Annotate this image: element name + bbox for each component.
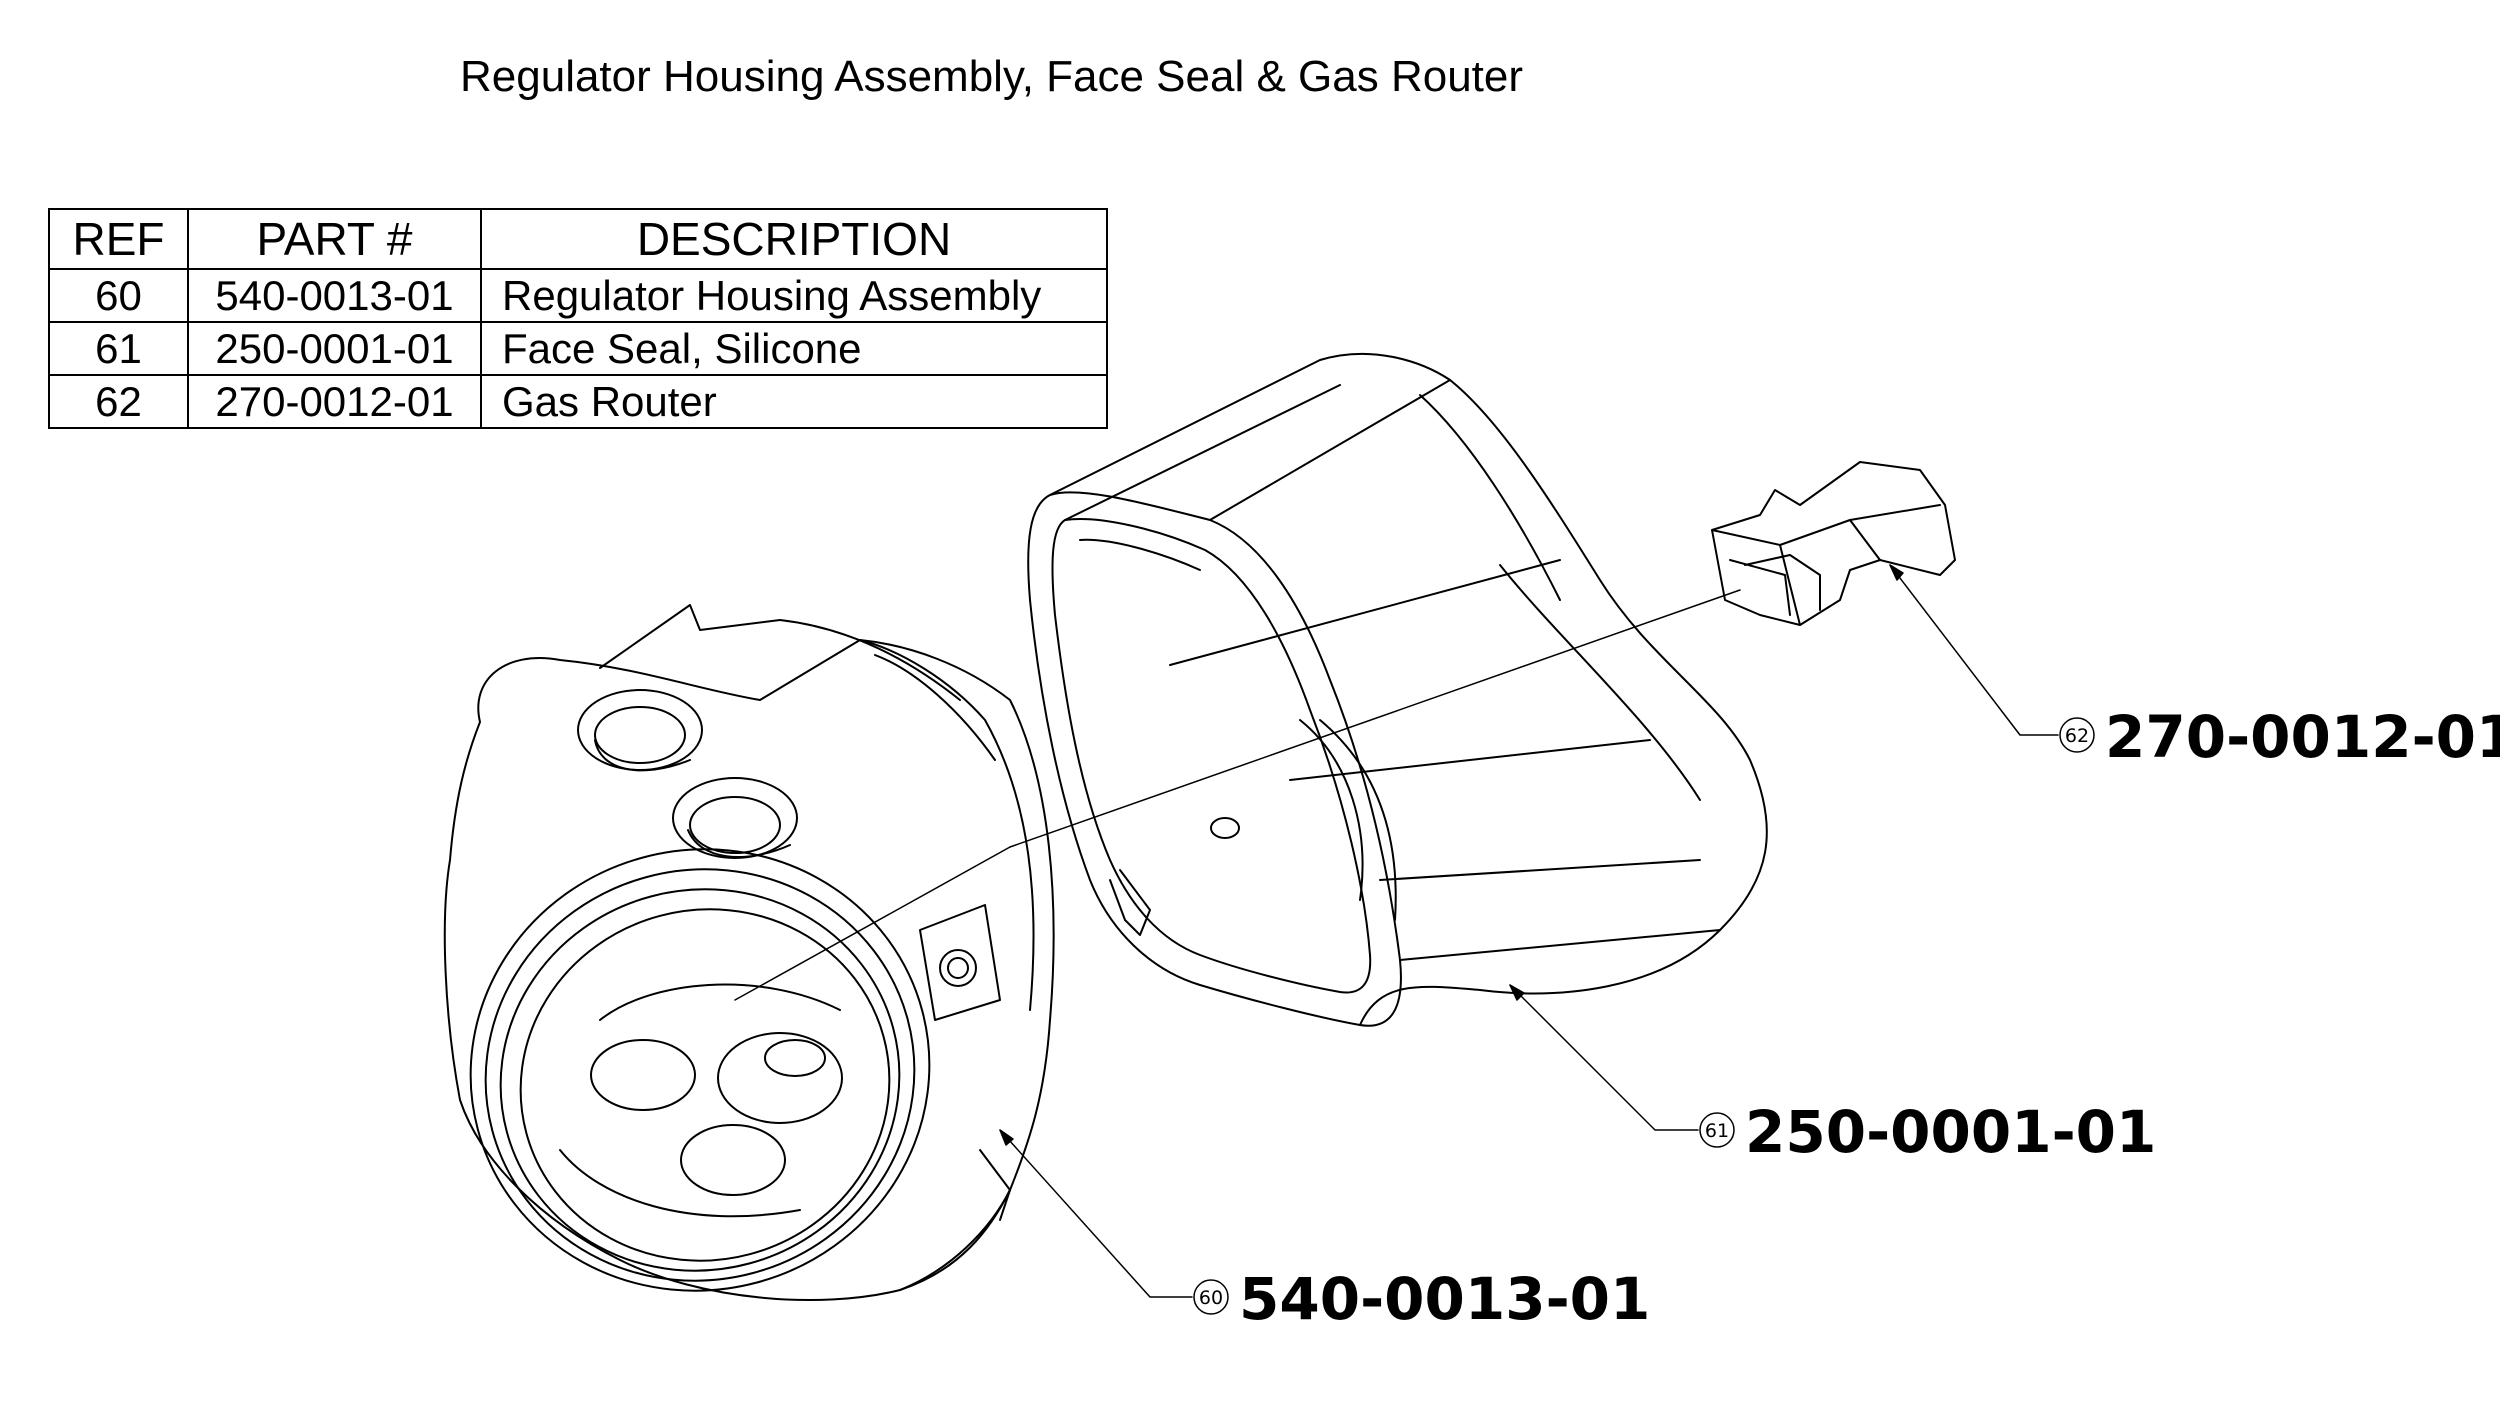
callout-ref: 61 — [1705, 1120, 1729, 1142]
arrowhead-62 — [1889, 564, 1904, 581]
face-seal-part — [1027, 352, 1768, 1027]
table-row: 62 270-0012-01 Gas Router — [48, 374, 1108, 429]
callout-60: 60 540-0013-01 — [1193, 1265, 1650, 1333]
header-description: DESCRIPTION — [480, 208, 1108, 270]
explode-axis-line — [1009, 589, 1741, 848]
callout-ref: 62 — [2065, 725, 2089, 747]
cell-description: Face Seal, Silicone — [480, 321, 1108, 376]
callout-part-number: 540-0013-01 — [1239, 1265, 1650, 1333]
explode-axis-line — [734, 846, 1011, 1001]
arrowhead-61 — [1509, 984, 1525, 1001]
table-row: 60 540-0013-01 Regulator Housing Assembl… — [48, 268, 1108, 323]
table-header-row: REF PART # DESCRIPTION — [48, 208, 1108, 270]
cell-part: 540-0013-01 — [187, 268, 482, 323]
callout-62: 62 270-0012-01 — [2059, 703, 2500, 771]
header-part: PART # — [187, 208, 482, 270]
gas-router-part — [1711, 461, 1956, 626]
leader-line-61 — [1509, 984, 1699, 1131]
drawing-title: Regulator Housing Assembly, Face Seal & … — [460, 52, 1524, 101]
callout-ref: 60 — [1199, 1287, 1223, 1309]
cell-part: 250-0001-01 — [187, 321, 482, 376]
cell-ref: 62 — [48, 374, 189, 429]
cell-description: Gas Router — [480, 374, 1108, 429]
header-ref: REF — [48, 208, 189, 270]
regulator-housing-part — [443, 604, 1055, 1301]
leader-line-62 — [1889, 564, 2059, 736]
table-row: 61 250-0001-01 Face Seal, Silicone — [48, 321, 1108, 376]
cell-ref: 61 — [48, 321, 189, 376]
arrowhead-60 — [999, 1129, 1014, 1146]
callout-part-number: 270-0012-01 — [2105, 703, 2500, 771]
callout-61: 61 250-0001-01 — [1699, 1098, 2156, 1166]
leader-lines — [999, 564, 2059, 1298]
cell-part: 270-0012-01 — [187, 374, 482, 429]
cell-ref: 60 — [48, 268, 189, 323]
parts-table: REF PART # DESCRIPTION 60 540-0013-01 Re… — [48, 208, 1108, 429]
cell-description: Regulator Housing Assembly — [480, 268, 1108, 323]
callout-part-number: 250-0001-01 — [1745, 1098, 2156, 1166]
leader-line-60 — [999, 1129, 1193, 1298]
